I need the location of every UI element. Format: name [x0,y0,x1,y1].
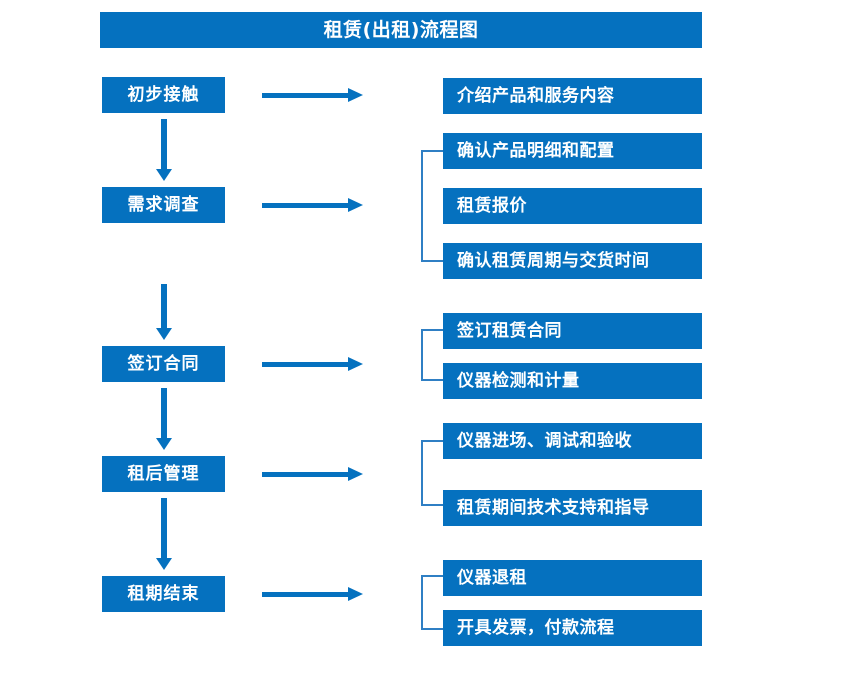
arrow-head [348,467,363,481]
group-bracket-requirement-survey [421,150,443,262]
arrow-shaft [262,472,350,477]
arrow-head [156,328,172,340]
arrow-shaft [262,93,350,98]
arrow-shaft [161,119,167,169]
flow-arrow-down-2 [156,284,172,340]
detail-label: 仪器退租 [457,567,527,588]
arrow-head [156,438,172,450]
detail-label: 仪器检测和计量 [457,370,580,391]
arrow-head [348,88,363,102]
detail-arrow-right-2 [262,198,363,212]
detail-box-sign-rental-contract[interactable]: 签订租赁合同 [443,313,702,349]
detail-label: 签订租赁合同 [457,320,562,341]
arrow-head [348,587,363,601]
stage-label: 租后管理 [127,463,200,484]
detail-box-instrument-entry-commissioning-acceptance[interactable]: 仪器进场、调试和验收 [443,423,702,459]
arrow-shaft [262,592,350,597]
group-bracket-post-rental-management [421,440,443,506]
detail-label: 介绍产品和服务内容 [457,85,615,106]
arrow-head [348,357,363,371]
detail-box-confirm-lease-period-delivery[interactable]: 确认租赁周期与交货时间 [443,243,702,279]
stage-box-initial-contact[interactable]: 初步接触 [102,77,225,113]
arrow-shaft [262,362,350,367]
detail-box-invoice-payment-process[interactable]: 开具发票，付款流程 [443,610,702,646]
arrow-shaft [262,203,350,208]
group-bracket-lease-end [421,575,443,630]
stage-box-post-rental-management[interactable]: 租后管理 [102,456,225,492]
detail-label: 租赁期间技术支持和指导 [457,497,650,518]
stage-label: 需求调查 [127,194,200,215]
detail-box-confirm-product-spec[interactable]: 确认产品明细和配置 [443,133,702,169]
detail-label: 确认产品明细和配置 [457,140,615,161]
detail-arrow-right-3 [262,357,363,371]
arrow-head [348,198,363,212]
stage-box-sign-contract[interactable]: 签订合同 [102,346,225,382]
flow-arrow-down-4 [156,498,172,570]
detail-box-technical-support-during-lease[interactable]: 租赁期间技术支持和指导 [443,490,702,526]
detail-label: 租赁报价 [457,195,527,216]
detail-arrow-right-1 [262,88,363,102]
detail-box-rental-quotation[interactable]: 租赁报价 [443,188,702,224]
stage-label: 签订合同 [127,353,200,374]
stage-box-lease-end[interactable]: 租期结束 [102,576,225,612]
detail-box-instrument-return[interactable]: 仪器退租 [443,560,702,596]
stage-label: 租期结束 [127,583,200,604]
arrow-head [156,169,172,181]
detail-box-instrument-inspection-metering[interactable]: 仪器检测和计量 [443,363,702,399]
group-bracket-sign-contract [421,329,443,381]
detail-label: 开具发票，付款流程 [457,617,615,638]
diagram-title-bar: 租赁(出租)流程图 [100,12,702,48]
detail-label: 仪器进场、调试和验收 [457,430,632,451]
page-title: 租赁(出租)流程图 [323,18,479,41]
detail-arrow-right-5 [262,587,363,601]
detail-box-introduce-products-services[interactable]: 介绍产品和服务内容 [443,78,702,114]
arrow-shaft [161,284,167,328]
flow-arrow-down-3 [156,388,172,450]
detail-label: 确认租赁周期与交货时间 [457,250,650,271]
detail-arrow-right-4 [262,467,363,481]
arrow-shaft [161,498,167,558]
arrow-head [156,558,172,570]
stage-box-requirement-survey[interactable]: 需求调查 [102,187,225,223]
stage-label: 初步接触 [127,84,200,105]
arrow-shaft [161,388,167,438]
flow-arrow-down-1 [156,119,172,181]
